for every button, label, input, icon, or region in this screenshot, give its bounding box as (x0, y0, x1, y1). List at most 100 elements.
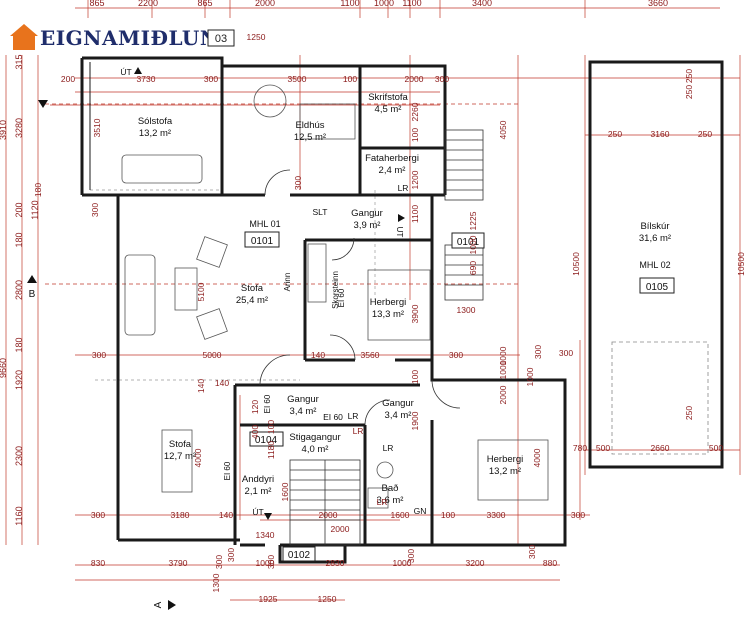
plan-label: EI 60 (337, 288, 346, 307)
dimension-left: 315 (14, 54, 24, 69)
room-area-anddyri: 2,1 m² (245, 486, 272, 497)
dimension-left: 3910 (0, 120, 8, 140)
dimension-inner: 2000 (331, 524, 350, 534)
dimension-inner: 780 (573, 443, 587, 453)
dimension-inner: 300 (214, 555, 224, 569)
dimension-inner: 3500 (288, 74, 307, 84)
dimension-left: 1120 (30, 200, 40, 219)
exit-arrow-up-icon (134, 67, 142, 74)
dimension-inner: 1000 (256, 558, 275, 568)
dimension-inner: 1600 (280, 482, 290, 501)
dimension-inner: 1180 (266, 441, 276, 460)
dimension-inner: 1000 (498, 346, 508, 365)
eignamidlun-logo: EIGNAMIÐLUN (10, 24, 218, 52)
plan-label: Arinn (283, 273, 292, 292)
dimension-inner: 300 (571, 510, 585, 520)
dimension-inner: 300 (90, 203, 100, 217)
dimension-inner: 4000 (193, 448, 203, 467)
dimension-inner: 830 (91, 558, 105, 568)
dimension-inner: 300 (226, 548, 236, 562)
dimension-inner: 3900 (410, 304, 420, 323)
room-name-gangur1: Gangur (351, 208, 383, 219)
unit-number: 0105 (646, 282, 669, 293)
dimension-inner: 1225 (468, 211, 478, 230)
room-name-eldhus: Eldhús (295, 120, 324, 131)
axis-b-marker (27, 275, 37, 283)
plan-label: LR (348, 411, 359, 421)
room-area-solstofa: 13,2 m² (139, 128, 171, 139)
dimension-left: 200 (14, 202, 24, 217)
dimension-inner: 100 (410, 128, 420, 142)
dimension-inner: 1200 (410, 170, 420, 189)
room-area-skrifstofa: 4,5 m² (375, 104, 402, 115)
plan-label: LR (398, 183, 409, 193)
dimension-left: 3280 (14, 118, 24, 138)
dimension-inner: 180 (33, 183, 43, 197)
dimension-inner: 5000 (203, 350, 222, 360)
dimension-inner: 3200 (466, 558, 485, 568)
unit-number: 0102 (288, 550, 311, 561)
unit-label-mhl02: MHL 02 (639, 260, 670, 270)
dimension-left: 1920 (14, 370, 24, 390)
plan-label: EI 60 (323, 412, 343, 422)
plan-label: Skorsteinn (331, 271, 340, 309)
room-area-eldhus: 12,5 m² (294, 132, 326, 143)
garage-walls (588, 60, 724, 469)
dimension-left: 9660 (0, 358, 8, 378)
plan-label: UT (395, 227, 404, 238)
room-name-gangur2: Gangur (287, 394, 319, 405)
dimension-inner: 10500 (571, 252, 581, 276)
dimension-inner: 1100 (410, 205, 420, 224)
dimension-inner: 1925 (259, 594, 278, 604)
dimension-inner: LR (377, 497, 388, 507)
dimension-inner: 1600 (391, 510, 410, 520)
dimension-left: 180 (14, 337, 24, 352)
exit-arrow-right-icon (398, 214, 405, 222)
dimension-inner: 3790 (169, 558, 188, 568)
dimension-inner: 300 (92, 350, 106, 360)
dimension-inner: 1000 (498, 360, 508, 379)
dimension-inner: 5100 (196, 282, 206, 301)
axis-b-label: B (29, 289, 36, 300)
dimension-inner: 400 (250, 425, 260, 439)
dimension-inner: 140 (215, 378, 229, 388)
dimension-inner: 4050 (498, 120, 508, 139)
dimension-inner: 3180 (171, 510, 190, 520)
dimension-inner: 120 (250, 400, 260, 414)
room-area-gangur1: 3,9 m² (354, 220, 381, 231)
room-name-fataherbergi: Fataherbergi (365, 153, 419, 164)
unit-boxes (244, 231, 675, 562)
dimension-inner: 250 (608, 129, 622, 139)
exit-arrow-down-icon (264, 513, 272, 520)
dimension-inner: 300 (533, 345, 543, 359)
dimension-inner: 300 (559, 348, 573, 358)
plan-label: EI 60 (263, 394, 272, 413)
dimension-inner: 300 (527, 545, 537, 559)
doors (259, 169, 461, 426)
room-name-stigagangur: Stigagangur (289, 432, 340, 443)
dimension-top: 3660 (648, 0, 668, 8)
dimension-inner: 4000 (532, 448, 542, 467)
room-area-stofa2: 12,7 m² (164, 451, 196, 462)
room-name-stofa1: Stofa (241, 283, 264, 294)
plan-label: GN (414, 506, 427, 516)
dimension-top: 1000 (374, 0, 394, 8)
dimension-inner: 2000 (319, 510, 338, 520)
dimension-inner: 500 (596, 443, 610, 453)
dimension-top: 2000 (255, 0, 275, 8)
dimension-inner: 1000 (468, 235, 478, 254)
dimension-inner: 1900 (410, 411, 420, 430)
room-name-herbergi2: Herbergi (487, 454, 523, 465)
axis-arrow-top (38, 100, 48, 108)
dimension-left: 180 (14, 232, 24, 247)
dimension-inner: LR (353, 426, 364, 436)
room-name-herbergi1: Herbergi (370, 297, 406, 308)
dimension-inner: 250 (684, 406, 694, 420)
sheet-number-box (207, 29, 235, 47)
house-logo-body (13, 36, 35, 50)
dimension-inner: 300 (449, 350, 463, 360)
dimension-inner: 300 (435, 74, 449, 84)
interior-stair (289, 459, 361, 546)
